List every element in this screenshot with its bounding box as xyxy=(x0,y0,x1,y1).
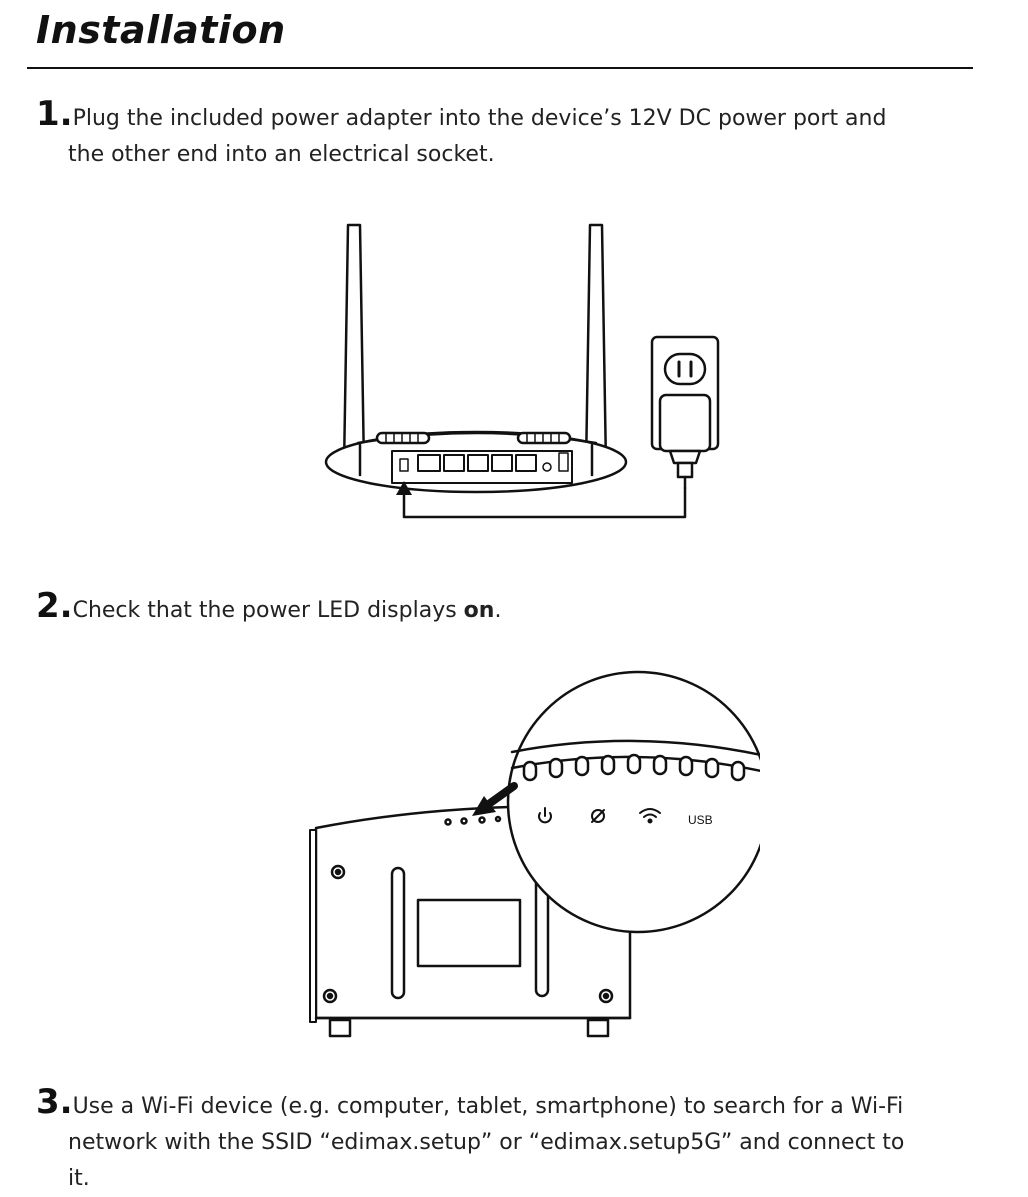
step-3-number: 3. xyxy=(36,1082,73,1122)
step-3-line-1: Use a Wi-Fi device (e.g. computer, table… xyxy=(72,1094,904,1119)
step-3: 3.Use a Wi-Fi device (e.g. computer, tab… xyxy=(36,1084,996,1197)
cable-icon xyxy=(402,485,687,519)
power-led-illustration: USB xyxy=(309,670,760,1038)
step-3-line-2: network with the SSID “edimax.setup” or … xyxy=(68,1130,905,1155)
power-led-icon xyxy=(538,807,552,824)
step-1-line-1: Plug the included power adapter into the… xyxy=(72,106,887,131)
step-1-number: 1. xyxy=(36,94,73,134)
title-divider xyxy=(27,67,973,69)
step-2-emphasis: on xyxy=(463,598,495,623)
step-1-line-2: the other end into an electrical socket. xyxy=(68,142,495,167)
step-2: 2.Check that the power LED displays on. xyxy=(36,588,996,629)
router-power-illustration xyxy=(324,223,720,519)
magnifier-circle-icon xyxy=(506,670,760,934)
power-adapter-icon xyxy=(658,393,712,490)
router-icon xyxy=(324,430,628,494)
antenna-icon xyxy=(342,223,366,469)
wifi-led-icon xyxy=(639,808,661,824)
step-3-line-3: it. xyxy=(68,1166,90,1191)
antenna-icon xyxy=(584,223,608,469)
internet-led-icon xyxy=(591,809,605,823)
step-2-text: Check that the power LED displays xyxy=(72,598,464,623)
usb-label: USB xyxy=(688,813,713,827)
step-2-suffix: . xyxy=(494,598,502,623)
page-title: Installation xyxy=(36,8,286,52)
step-1: 1.Plug the included power adapter into t… xyxy=(36,96,996,173)
arrow-icon xyxy=(396,481,412,495)
step-2-number: 2. xyxy=(36,586,73,626)
arrow-icon xyxy=(472,782,518,816)
